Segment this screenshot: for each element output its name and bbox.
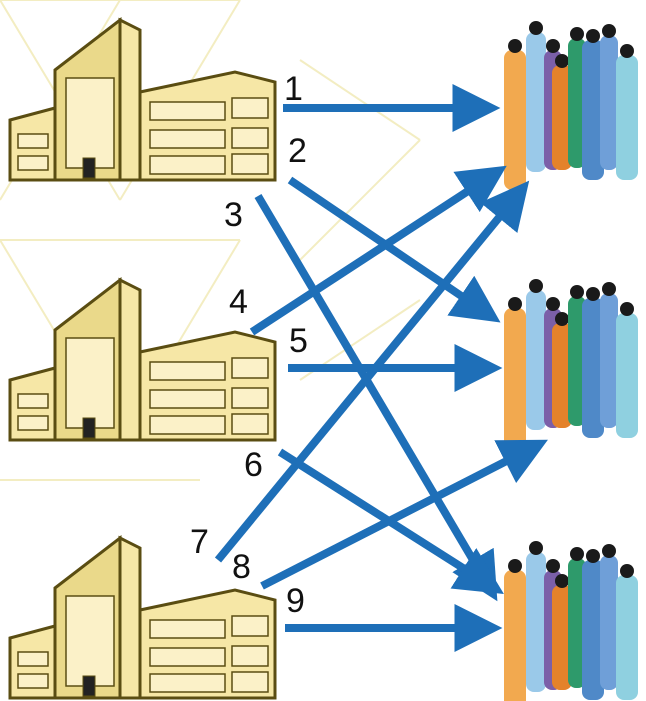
person-figure [616, 575, 638, 700]
background-pattern-line [299, 139, 421, 261]
person-figure [526, 32, 546, 172]
route-label-8: 8 [232, 548, 251, 586]
route-arrow-6 [277, 448, 504, 594]
route-label-7: 7 [190, 523, 209, 561]
person-head [586, 549, 600, 563]
person-head [546, 39, 560, 53]
person-head [620, 302, 634, 316]
person-figure [552, 585, 572, 690]
person-figure [582, 40, 604, 180]
person-head [555, 312, 569, 326]
person-head [508, 297, 522, 311]
route-arrow-4 [249, 165, 507, 336]
person-head [620, 564, 634, 578]
person-head [602, 544, 616, 558]
person-figure [568, 558, 586, 688]
person-head [570, 547, 584, 561]
person-figure [582, 560, 604, 700]
route-label-1: 1 [284, 70, 303, 108]
person-head [546, 559, 560, 573]
route-label-9: 9 [286, 582, 305, 620]
person-head [620, 44, 634, 58]
person-head [529, 279, 543, 293]
person-head [546, 297, 560, 311]
person-head [602, 24, 616, 38]
route-label-4: 4 [229, 283, 248, 321]
person-figure [616, 313, 638, 438]
route-arrow-3 [254, 193, 498, 602]
route-arrow-8 [260, 439, 548, 590]
person-figure [504, 308, 526, 448]
person-figure [600, 555, 618, 690]
person-figure [504, 570, 526, 701]
route-arrow-7 [214, 180, 530, 563]
route-arrows [214, 84, 548, 652]
facility-buildings [8, 18, 277, 700]
person-figure [552, 65, 572, 170]
person-figure [582, 298, 604, 438]
person-head [602, 282, 616, 296]
facility-1-warehouse-building-icon [8, 18, 277, 182]
route-label-3: 3 [224, 196, 243, 234]
person-head [529, 541, 543, 555]
person-head [586, 287, 600, 301]
person-figure [552, 323, 572, 428]
person-figure [568, 296, 586, 426]
customer-group-3-people-group-icon [504, 541, 638, 701]
person-head [570, 27, 584, 41]
person-figure [616, 55, 638, 180]
person-head [555, 54, 569, 68]
customer-groups [504, 21, 638, 701]
person-head [570, 285, 584, 299]
person-head [508, 559, 522, 573]
background-pattern-line [299, 59, 421, 141]
person-head [529, 21, 543, 35]
person-figure [600, 35, 618, 170]
route-label-6: 6 [244, 446, 263, 484]
person-figure [526, 552, 546, 692]
person-figure [568, 38, 586, 168]
person-head [555, 574, 569, 588]
route-label-5: 5 [289, 322, 308, 360]
person-head [586, 29, 600, 43]
person-figure [600, 293, 618, 428]
route-labels: 1 2 3 4 5 6 7 8 9 [190, 70, 308, 620]
person-figure [504, 50, 526, 190]
person-head [508, 39, 522, 53]
person-figure [526, 290, 546, 430]
customer-group-1-people-group-icon [504, 21, 638, 190]
customer-group-2-people-group-icon [504, 279, 638, 448]
route-label-2: 2 [288, 132, 307, 170]
